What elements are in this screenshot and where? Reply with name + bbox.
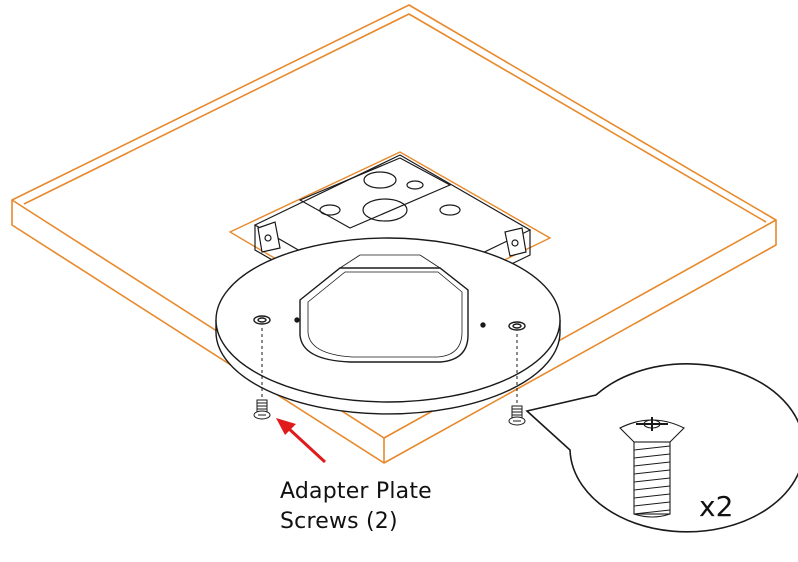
screw-icon	[253, 399, 271, 420]
screw-icon	[508, 405, 526, 426]
quantity-label: x2	[699, 490, 734, 523]
screw-detail-icon	[619, 417, 685, 518]
red-pointer-arrow-icon	[276, 418, 327, 464]
callout-label-line2: Screws (2)	[280, 509, 398, 534]
callout-label-line1: Adapter Plate	[280, 479, 432, 504]
callout-label: Adapter Plate Screws (2)	[280, 477, 432, 537]
adapter-plate	[215, 237, 561, 415]
